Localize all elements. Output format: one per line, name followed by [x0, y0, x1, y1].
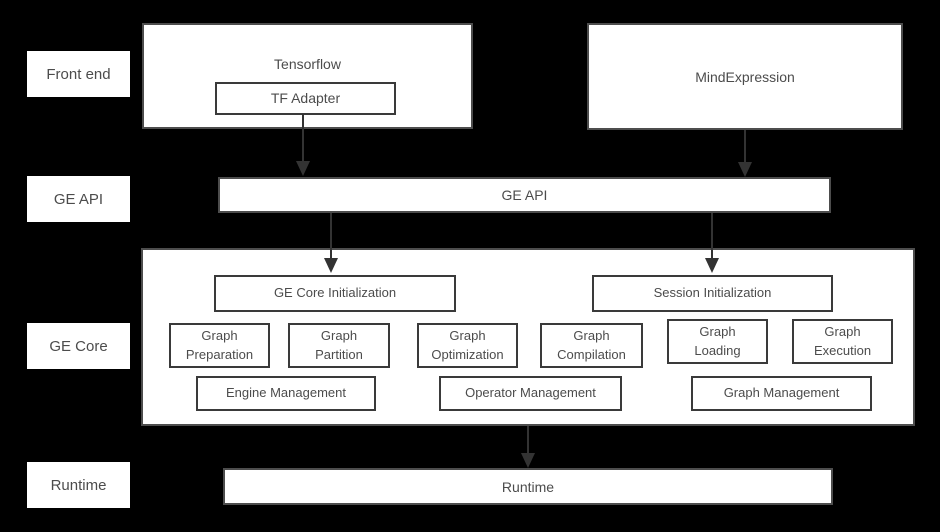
ge-core-box: GE Core Initialization Session Initializ…: [141, 248, 915, 426]
graph-loading-label: Graph Loading: [694, 323, 741, 358]
operator-management-box: Operator Management: [439, 376, 622, 411]
arrow-ge-api-to-session-initialization-icon: [705, 213, 719, 273]
ge-core-initialization-label: GE Core Initialization: [273, 285, 397, 301]
engine-management-box: Engine Management: [196, 376, 376, 411]
ge-api-label: GE API: [501, 187, 548, 203]
side-label-ge-core: GE Core: [27, 323, 130, 369]
graph-management-box: Graph Management: [691, 376, 872, 411]
arrow-head-icon: [738, 162, 752, 177]
arrow-shaft: [330, 213, 332, 258]
graph-preparation-box: Graph Preparation: [169, 323, 270, 368]
arrow-ge-core-to-runtime-icon: [521, 426, 535, 468]
tf-adapter-box: TF Adapter: [215, 82, 396, 115]
graph-compilation-label: Graph Compilation: [557, 327, 626, 362]
graph-execution-box: Graph Execution: [792, 319, 893, 364]
graph-compilation-box: Graph Compilation: [540, 323, 643, 368]
runtime-label: Runtime: [501, 478, 555, 495]
graph-optimization-box: Graph Optimization: [417, 323, 518, 368]
graph-optimization-label: Graph Optimization: [431, 327, 504, 362]
ge-api-bar: GE API: [218, 177, 831, 213]
arrow-shaft: [527, 426, 529, 453]
ge-core-initialization-box: GE Core Initialization: [214, 275, 456, 312]
arrow-shaft: [711, 213, 713, 258]
side-label-ge-core-text: GE Core: [49, 337, 108, 355]
session-initialization-box: Session Initialization: [592, 275, 833, 312]
arrow-tf-adapter-to-ge-api-icon: [296, 114, 310, 176]
engine-management-label: Engine Management: [226, 385, 346, 401]
side-label-runtime: Runtime: [27, 462, 130, 508]
tf-adapter-label: TF Adapter: [270, 90, 341, 107]
graph-partition-box: Graph Partition: [288, 323, 390, 368]
arrow-head-icon: [296, 161, 310, 176]
mindexpression-label: MindExpression: [695, 68, 795, 85]
arrow-mindexpression-to-ge-api-icon: [738, 130, 752, 177]
graph-loading-box: Graph Loading: [667, 319, 768, 364]
arrow-shaft: [302, 114, 304, 161]
graph-preparation-label: Graph Preparation: [185, 327, 254, 362]
operator-management-label: Operator Management: [465, 385, 596, 401]
arrow-head-icon: [324, 258, 338, 273]
arrow-ge-api-to-ge-core-initialization-icon: [324, 213, 338, 273]
session-initialization-label: Session Initialization: [653, 285, 772, 301]
arrow-head-icon: [521, 453, 535, 468]
side-label-ge-api-text: GE API: [53, 190, 104, 208]
side-label-ge-api: GE API: [27, 176, 130, 222]
side-label-front-end: Front end: [27, 51, 130, 97]
tensorflow-box: Tensorflow TF Adapter: [142, 23, 473, 129]
side-label-runtime-text: Runtime: [50, 476, 107, 494]
side-label-front-end-text: Front end: [46, 65, 111, 83]
graph-execution-label: Graph Execution: [813, 323, 872, 358]
arrow-shaft: [744, 130, 746, 162]
graph-management-label: Graph Management: [723, 385, 840, 401]
tensorflow-label: Tensorflow: [274, 56, 341, 72]
runtime-bar: Runtime: [223, 468, 833, 505]
mindexpression-box: MindExpression: [587, 23, 903, 130]
arrow-head-icon: [705, 258, 719, 273]
graph-partition-label: Graph Partition: [315, 327, 363, 362]
